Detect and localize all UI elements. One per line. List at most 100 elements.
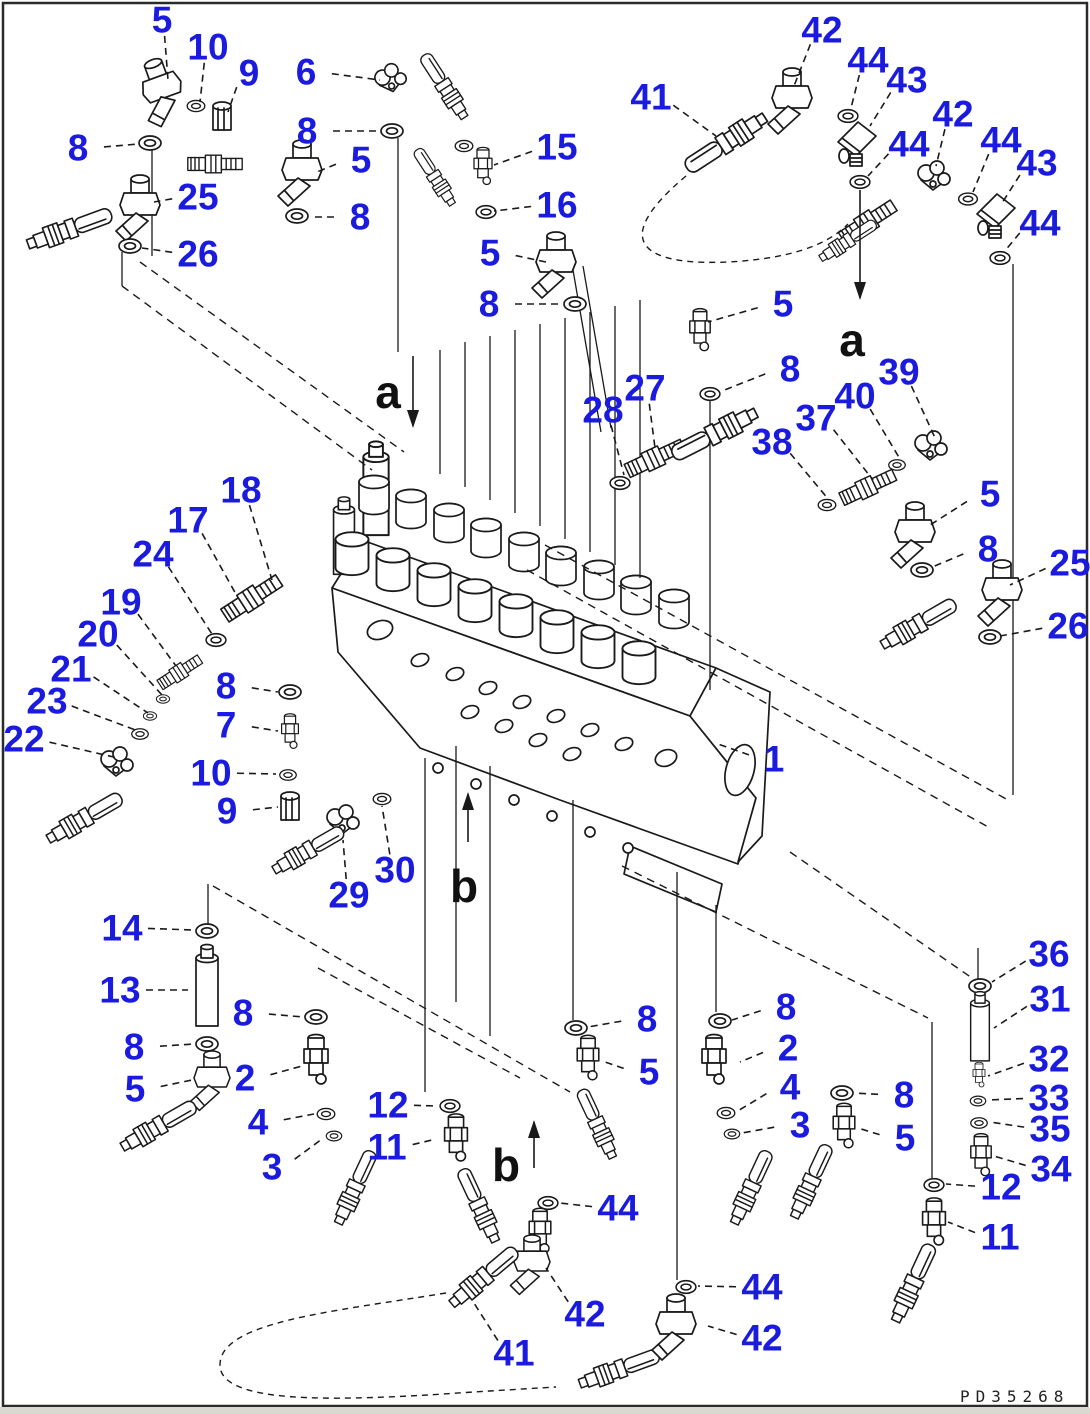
leader-line-37 xyxy=(832,429,874,481)
leader-line-2 xyxy=(270,1065,303,1076)
callout-36-73: 36 xyxy=(1028,934,1069,975)
leader-line-15 xyxy=(493,150,533,166)
callout-14-50: 14 xyxy=(101,908,143,949)
leader-line-21 xyxy=(93,676,149,714)
callout-24-38: 24 xyxy=(132,534,174,575)
leader-line-5 xyxy=(857,1127,880,1136)
callout-5-12: 5 xyxy=(480,233,501,274)
leader-line-10 xyxy=(236,772,277,775)
callout-6-3: 6 xyxy=(296,52,317,93)
callout-39-27: 39 xyxy=(878,352,919,393)
callout-leader-lines xyxy=(49,35,1046,1341)
leader-line-9 xyxy=(227,86,238,113)
part-code: PD35268 xyxy=(960,1387,1069,1406)
leader-line-32 xyxy=(987,1062,1025,1077)
leader-line-42 xyxy=(545,1267,569,1303)
callout-8-53: 8 xyxy=(124,1027,145,1068)
callout-8-69: 8 xyxy=(894,1075,915,1116)
callout-42-72: 42 xyxy=(741,1318,782,1359)
callout-16-9: 16 xyxy=(536,185,577,226)
callout-8-65: 8 xyxy=(776,987,797,1028)
callout-5-61: 5 xyxy=(639,1052,660,1093)
callout-43-21: 43 xyxy=(1016,143,1057,184)
callout-35-77: 35 xyxy=(1029,1109,1070,1150)
callout-43-16: 43 xyxy=(886,60,927,101)
callout-8-13: 8 xyxy=(479,284,500,325)
callout-27-24: 27 xyxy=(624,368,665,409)
callout-30-49: 30 xyxy=(374,850,415,891)
leader-line-3 xyxy=(741,1126,775,1134)
leader-line-33 xyxy=(987,1097,1024,1101)
leader-line-5 xyxy=(316,163,337,173)
leader-line-42 xyxy=(793,44,812,87)
leader-line-1 xyxy=(717,743,750,756)
callout-22-43: 22 xyxy=(3,719,44,760)
leader-line-35 xyxy=(989,1121,1025,1128)
section-marker-b-3: b xyxy=(492,1139,520,1191)
callout-33-76: 33 xyxy=(1028,1078,1069,1119)
callout-15-7: 15 xyxy=(536,127,577,168)
leader-line-44 xyxy=(697,1285,737,1288)
leader-line-19 xyxy=(137,613,177,667)
leader-line-10 xyxy=(199,62,206,103)
callout-34-78: 34 xyxy=(1030,1149,1072,1190)
leader-line-16 xyxy=(493,205,532,212)
callout-23-42: 23 xyxy=(26,681,67,722)
marker-arrow-a-icon xyxy=(407,410,419,428)
leader-line-6 xyxy=(331,72,381,81)
leader-line-44 xyxy=(850,74,861,109)
leader-line-12 xyxy=(413,1104,438,1107)
callout-10-1: 10 xyxy=(187,27,228,68)
leader-line-11 xyxy=(412,1139,433,1146)
callout-12-79: 12 xyxy=(980,1167,1021,1208)
leader-line-8 xyxy=(731,1009,761,1021)
leader-line-5 xyxy=(707,306,758,323)
callout-19-39: 19 xyxy=(100,582,141,623)
callout-9-2: 9 xyxy=(239,53,260,94)
callout-8-26: 8 xyxy=(780,349,801,390)
callout-26-34: 26 xyxy=(1047,606,1088,647)
callout-42-18: 42 xyxy=(932,94,973,135)
leader-line-8 xyxy=(159,1043,195,1047)
callout-42-63: 42 xyxy=(564,1294,605,1335)
leader-line-11 xyxy=(947,1221,976,1234)
leader-line-5 xyxy=(601,1060,624,1070)
leader-line-8 xyxy=(103,143,139,148)
callout-29-48: 29 xyxy=(328,875,369,916)
leader-line-34 xyxy=(993,1155,1026,1167)
leader-line-2 xyxy=(739,1051,764,1063)
leader-line-8 xyxy=(587,1020,622,1028)
callout-17-37: 17 xyxy=(167,500,208,541)
callout-5-6: 5 xyxy=(351,140,372,181)
leader-line-36 xyxy=(991,960,1027,983)
callout-3-57: 3 xyxy=(262,1147,283,1188)
callout-41-64: 41 xyxy=(493,1333,534,1374)
callout-5-70: 5 xyxy=(895,1118,916,1159)
section-marker-a-0: a xyxy=(839,314,865,366)
leader-line-3 xyxy=(294,1138,323,1160)
callout-25-10: 25 xyxy=(177,177,218,218)
callout-44-20: 44 xyxy=(980,120,1022,161)
callout-1-35: 1 xyxy=(764,739,785,780)
leader-line-5 xyxy=(926,500,968,528)
leader-line-44 xyxy=(867,153,890,177)
leader-line-42 xyxy=(707,1325,737,1336)
callout-41-17: 41 xyxy=(630,77,671,118)
marker-arrow-b-icon xyxy=(462,792,474,810)
callout-42-14: 42 xyxy=(801,10,842,51)
callout-8-8: 8 xyxy=(350,197,371,238)
callout-7-45: 7 xyxy=(216,705,237,746)
callout-20-40: 20 xyxy=(77,614,118,655)
callout-12-58: 12 xyxy=(367,1085,408,1126)
callout-5-31: 5 xyxy=(980,474,1001,515)
leader-line-25 xyxy=(1009,567,1046,586)
callout-10-46: 10 xyxy=(190,753,231,794)
routing-dashed-lines xyxy=(121,175,1009,1399)
leader-line-5 xyxy=(163,35,169,81)
callout-32-75: 32 xyxy=(1028,1039,1069,1080)
callout-13-51: 13 xyxy=(99,970,140,1011)
callout-5-0: 5 xyxy=(152,0,173,41)
